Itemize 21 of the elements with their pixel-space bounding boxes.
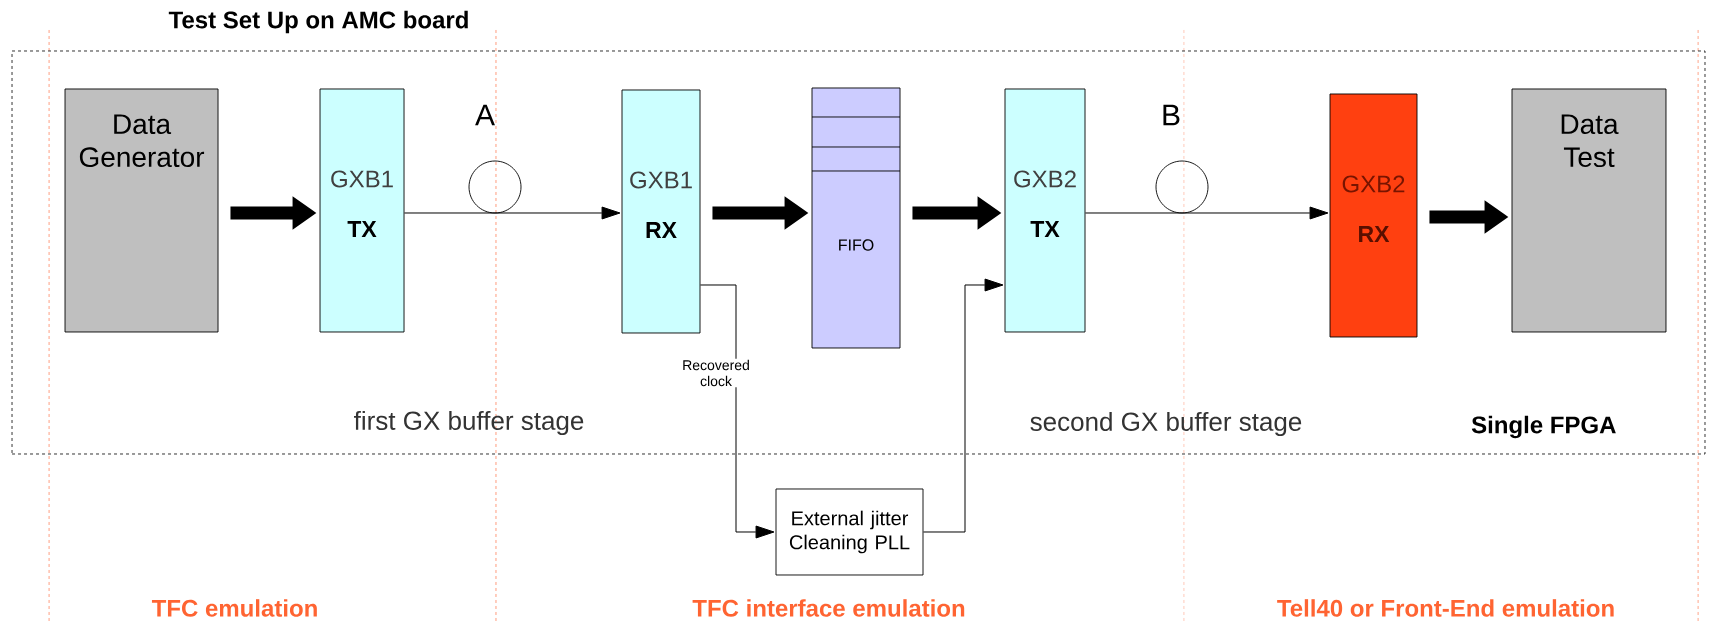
stage-label: first GX buffer stage [354, 410, 584, 436]
section-label: TFC emulation [151, 599, 317, 617]
transceiver-box: GXB2 RX [1329, 93, 1418, 338]
transceiver-box: GXB2 TX [1004, 88, 1086, 333]
fifo-box: FIFO [811, 87, 901, 349]
clock-arrow [922, 278, 1004, 533]
edge-label: Recovered clock [675, 358, 757, 388]
stage-letter: A [475, 104, 495, 126]
stage-letter: B [1163, 104, 1180, 126]
pll-box: External jitter Cleaning PLL [775, 488, 924, 576]
transceiver-box: GXB1 RX [621, 89, 701, 334]
link-arrow [403, 206, 621, 220]
clock-arrow [699, 284, 775, 539]
section-label: Tell40 or Front-End emulation [1277, 599, 1614, 617]
block-box: Data Test [1511, 88, 1667, 333]
section-label: TFC interface emulation [692, 599, 965, 617]
stage-label: second GX buffer stage [1030, 411, 1302, 437]
title: Test Set Up on AMC board [168, 10, 468, 34]
block-box: Data Generator [64, 88, 219, 333]
link-arrow [1084, 206, 1329, 220]
transceiver-box: GXB1 TX [319, 88, 405, 333]
